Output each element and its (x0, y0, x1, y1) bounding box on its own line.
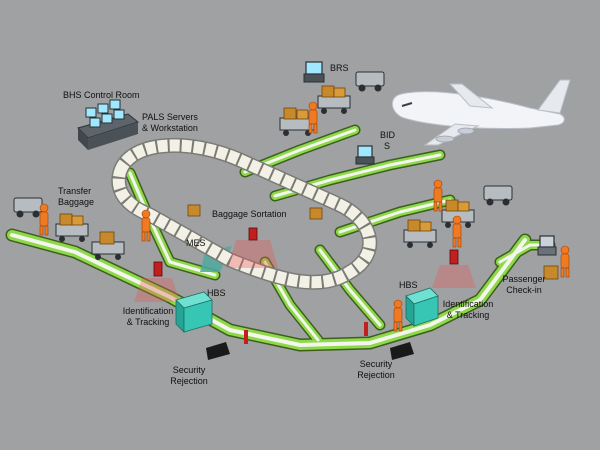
label-hbs-left: HBS (207, 288, 226, 298)
baggage-icon (543, 265, 559, 280)
gate-icon (206, 330, 248, 360)
baggage-cart-icon (91, 241, 125, 260)
workstation-icon (303, 61, 325, 83)
baggage-cart-icon (403, 229, 437, 248)
label-ident-right: Identification (443, 299, 494, 309)
label-bids-suffix: S (384, 141, 390, 151)
label-bids: BID (380, 130, 396, 140)
workstation-icon (537, 235, 557, 256)
worker-icon (560, 245, 570, 278)
control-room-icon (77, 99, 140, 150)
worker-icon (393, 299, 403, 332)
rfid-reader-icon (134, 261, 180, 302)
tug-cart-icon (13, 197, 43, 218)
label-security-left-rejection: Rejection (170, 376, 208, 386)
label-brs: BRS (330, 63, 349, 73)
worker-icon (141, 209, 151, 242)
worker-icon (433, 179, 443, 212)
baggage-cart-icon (55, 223, 89, 242)
aircraft-icon (391, 79, 571, 146)
label-mes: MES (186, 238, 206, 248)
workstation-icon (355, 145, 375, 165)
tug-cart-icon (483, 185, 513, 206)
label-pals-workstation: & Workstation (142, 123, 198, 133)
right-spur-belt (318, 248, 382, 327)
label-hbs-right: HBS (399, 280, 418, 290)
label-pals-servers: PALS Servers (142, 112, 198, 122)
label-ident-right-tracking: & Tracking (447, 310, 490, 320)
label-transfer-baggage: Baggage (58, 197, 94, 207)
label-security-right-rejection: Rejection (357, 370, 395, 380)
rfid-reader-icon (228, 227, 278, 268)
label-transfer: Transfer (58, 186, 91, 196)
baggage-icon (283, 107, 309, 120)
diagram-labels: BHS Control Room PALS Servers & Workstat… (58, 63, 546, 386)
baggage-icon (445, 199, 470, 212)
rfid-reader-icon (432, 249, 476, 288)
hbs-scanner-icon (175, 291, 213, 333)
worker-icon (308, 101, 318, 134)
label-check-in: Check-in (506, 285, 542, 295)
label-ident-left-tracking: & Tracking (127, 317, 170, 327)
worker-icon (39, 203, 49, 236)
baggage-cart-icon (317, 95, 351, 114)
label-security-left: Security (173, 365, 206, 375)
baggage-icon (309, 207, 323, 220)
mes-conveyor-belt (128, 171, 217, 277)
label-ident-left: Identification (123, 306, 174, 316)
baggage-icon (59, 213, 84, 226)
label-baggage-sortation: Baggage Sortation (212, 209, 287, 219)
baggage-icon (187, 204, 201, 217)
worker-icon (452, 215, 462, 248)
baggage-icon (407, 219, 432, 232)
hbs-scanner-icon (405, 287, 439, 327)
baggage-icon (321, 85, 346, 98)
tug-cart-icon (355, 71, 385, 92)
label-security-right: Security (360, 359, 393, 369)
label-passenger: Passenger (502, 274, 545, 284)
gate-icon (364, 322, 414, 360)
label-bhs-control-room: BHS Control Room (63, 90, 140, 100)
main-conveyor-belt (10, 233, 527, 347)
baggage-icon (99, 231, 115, 245)
